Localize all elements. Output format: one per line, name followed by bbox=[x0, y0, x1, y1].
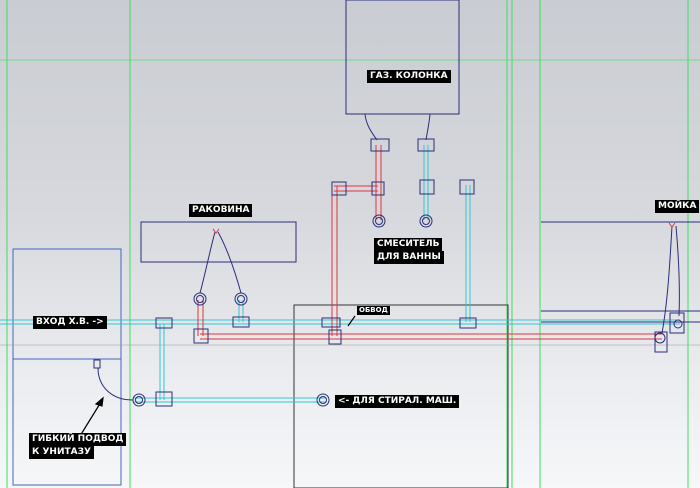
valve bbox=[316, 393, 330, 407]
fitting bbox=[371, 181, 385, 196]
valve bbox=[132, 393, 146, 407]
valve bbox=[237, 295, 245, 303]
fitting bbox=[370, 138, 390, 152]
valve bbox=[422, 217, 430, 225]
toilet-box bbox=[12, 248, 122, 486]
label-kitchen-sink: МОЙКА bbox=[655, 200, 700, 213]
valve bbox=[319, 396, 327, 404]
fitting bbox=[321, 317, 341, 328]
valve bbox=[193, 292, 207, 306]
valves bbox=[132, 214, 683, 407]
valve bbox=[234, 292, 248, 306]
fitting bbox=[193, 328, 209, 344]
fitting bbox=[459, 179, 475, 195]
label-sink: РАКОВИНА bbox=[189, 204, 253, 217]
bath-box bbox=[293, 304, 509, 488]
fitting bbox=[459, 317, 477, 329]
valve bbox=[196, 295, 204, 303]
fitting bbox=[331, 181, 347, 196]
label-washing-machine: <- ДЛЯ СТИРАЛ. МАШ. bbox=[335, 395, 460, 408]
fitting bbox=[232, 316, 250, 328]
label-toilet-hose-line2: К УНИТАЗУ bbox=[29, 446, 94, 459]
valve bbox=[135, 396, 143, 404]
label-cold-inlet: ВХОД Х.В. -> bbox=[33, 316, 107, 329]
valve bbox=[372, 214, 386, 228]
cold-pipes bbox=[0, 145, 680, 403]
fitting bbox=[155, 317, 173, 329]
gas-heater-box bbox=[345, 0, 460, 115]
label-bath-mixer-line1: СМЕСИТЕЛЬ bbox=[374, 238, 443, 251]
tap-markers bbox=[212, 222, 676, 234]
fitting bbox=[328, 329, 342, 345]
fitting bbox=[417, 138, 435, 152]
label-gas-heater: ГАЗ. КОЛОНКА bbox=[367, 70, 451, 83]
valve bbox=[673, 319, 683, 329]
valve bbox=[419, 214, 433, 228]
label-bypass: ОБВОД bbox=[357, 306, 390, 315]
fitting bbox=[155, 391, 173, 407]
label-bath-mixer-line2: ДЛЯ ВАННЫ bbox=[374, 251, 444, 264]
arrows bbox=[79, 315, 356, 437]
fitting bbox=[419, 179, 435, 195]
sink-box bbox=[140, 221, 297, 263]
hot-pipes bbox=[197, 145, 662, 340]
fitting bbox=[669, 312, 685, 334]
label-toilet-hose-line1: ГИБКИЙ ПОДВОД bbox=[29, 433, 127, 446]
valve bbox=[375, 217, 383, 225]
fittings bbox=[93, 138, 685, 407]
valve bbox=[654, 332, 666, 344]
flexible-hoses bbox=[97, 113, 680, 401]
fitting bbox=[93, 359, 101, 369]
fitting bbox=[654, 331, 668, 353]
